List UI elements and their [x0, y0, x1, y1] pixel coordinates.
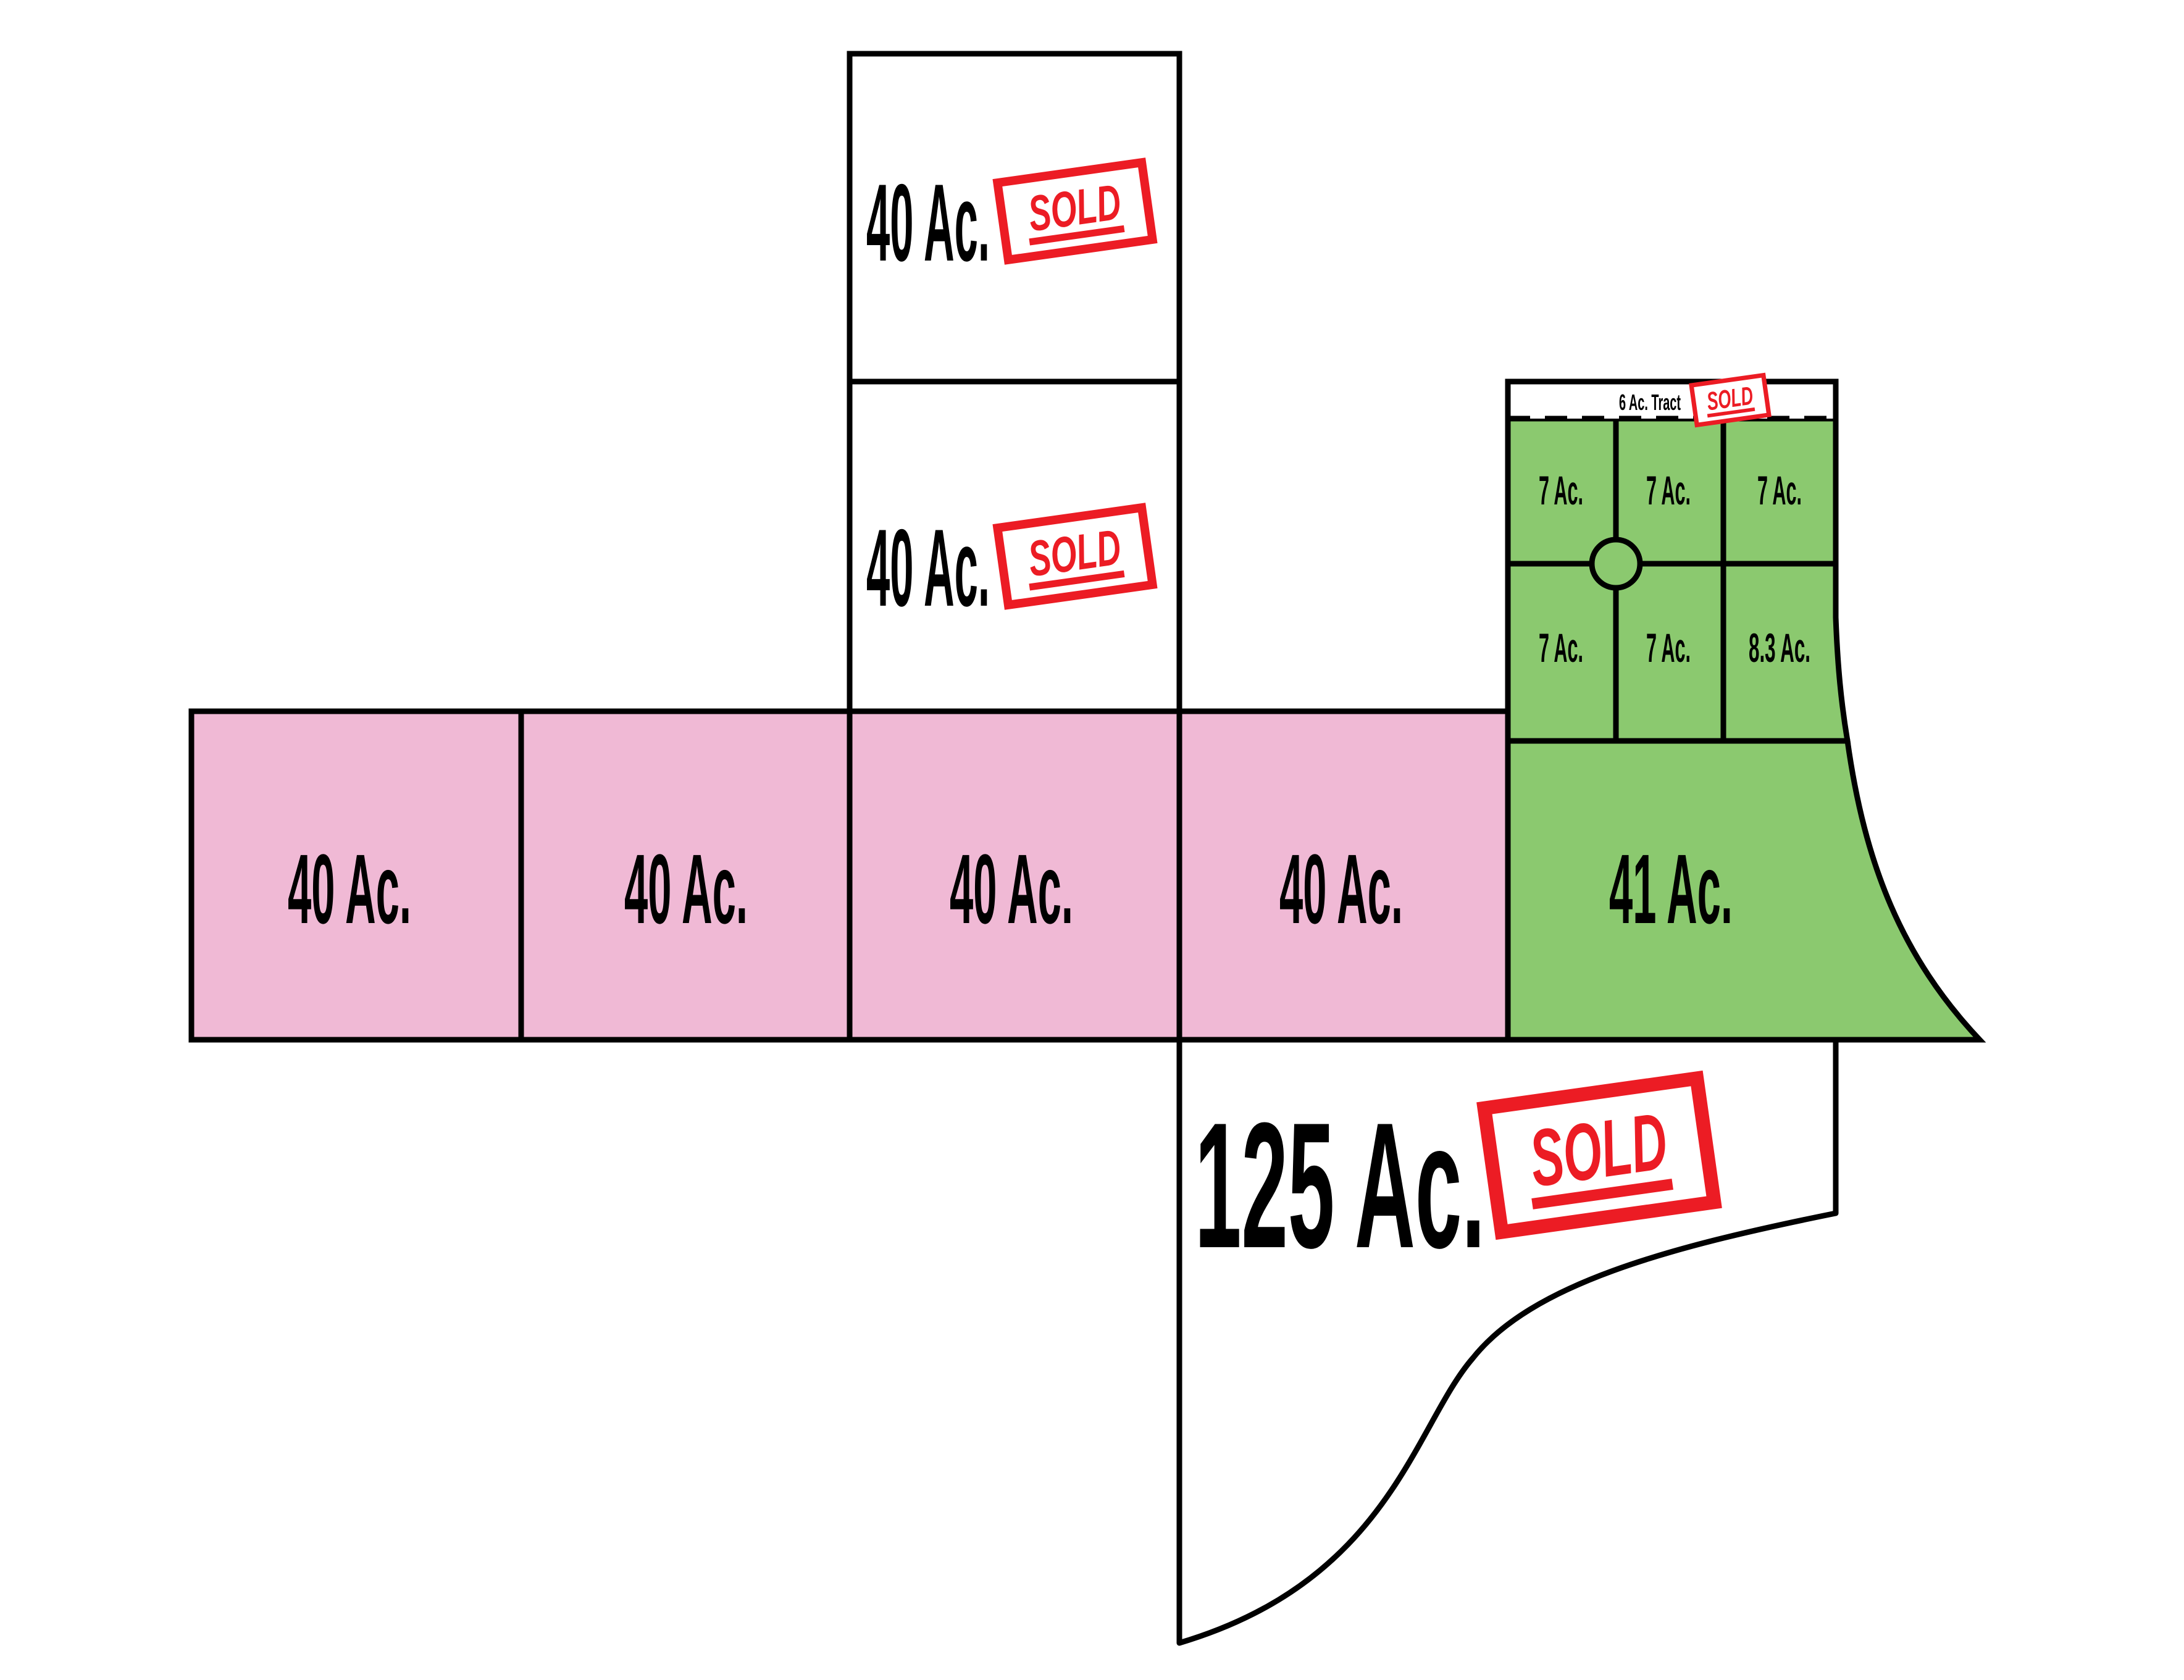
parcel-label-tract-6: 6 Ac. Tract	[1619, 390, 1681, 415]
parcel-east-41[interactable]	[1505, 738, 1986, 1043]
sold-stamp: SOLD	[1476, 1070, 1722, 1240]
lot-b[interactable]	[1613, 416, 1726, 567]
stamp-underline	[1029, 225, 1125, 246]
lot-d[interactable]	[1505, 561, 1619, 744]
lot-label-b: 7 Ac.	[1646, 467, 1691, 513]
parcel-label-row-3: 40 Ac.	[950, 834, 1073, 944]
parcel-row-1[interactable]	[188, 708, 524, 1043]
parcel-label-south-125: 125 Ac.	[1195, 1085, 1485, 1285]
cul-de-sac	[1589, 537, 1643, 591]
stamp-border	[992, 157, 1158, 265]
stamp-underline	[1707, 407, 1755, 418]
parcel-row-3[interactable]	[847, 708, 1182, 1043]
lot-label-c: 7 Ac.	[1757, 467, 1802, 513]
lot-label-f: 8.3 Ac.	[1749, 625, 1810, 671]
sold-stamp: SOLD	[992, 157, 1158, 265]
stamp-underline	[1531, 1179, 1673, 1210]
parcel-label-row-4: 40 Ac.	[1279, 834, 1403, 944]
lot-label-e: 7 Ac.	[1646, 625, 1691, 671]
lot-label-a: 7 Ac.	[1539, 467, 1583, 513]
parcel-label-north-lower: 40 Ac.	[866, 506, 990, 629]
parcel-label-row-2: 40 Ac.	[624, 834, 748, 944]
parcel-row-4[interactable]	[1176, 708, 1511, 1043]
parcel-label-row-1: 40 Ac.	[288, 834, 411, 944]
stamp-border	[992, 503, 1158, 610]
stamp-underline	[1029, 570, 1125, 591]
stamp-border	[1689, 372, 1772, 428]
sold-stamp: SOLD	[992, 503, 1158, 610]
sold-stamp: SOLD	[1689, 372, 1772, 428]
stamp-border	[1476, 1070, 1722, 1240]
lot-label-d: 7 Ac.	[1539, 625, 1583, 671]
parcel-label-north-upper: 40 Ac.	[866, 161, 990, 284]
lot-f[interactable]	[1720, 561, 1851, 744]
parcel-label-east-41: 41 Ac.	[1609, 834, 1733, 944]
